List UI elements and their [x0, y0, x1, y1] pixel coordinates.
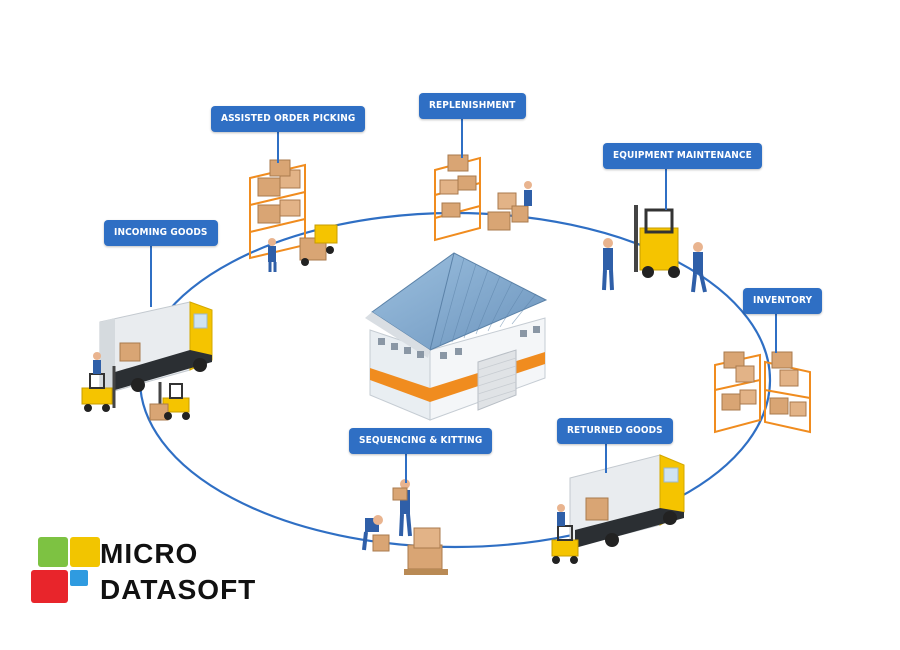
- logo-mark: [31, 537, 100, 603]
- leader-returned-goods: [605, 443, 607, 473]
- sequencing-kitting-illustration: [362, 479, 448, 575]
- leader-incoming-goods: [150, 245, 152, 307]
- leader-assisted-order-picking: [277, 131, 279, 163]
- order-picking-illustration: [249, 159, 338, 272]
- company-logo: MICRO DATASOFT: [30, 535, 290, 605]
- equipment-maintenance-illustration: [602, 205, 707, 293]
- label-returned-goods: RETURNED GOODS: [557, 418, 673, 444]
- logo-square-3: [70, 570, 88, 586]
- inventory-illustration: [714, 351, 811, 434]
- replenishment-illustration: [434, 154, 532, 242]
- warehouse-building: [365, 252, 548, 421]
- leader-equipment-maintenance: [665, 168, 667, 210]
- label-incoming-goods: INCOMING GOODS: [104, 220, 218, 246]
- label-sequencing-kitting: SEQUENCING & KITTING: [349, 428, 493, 454]
- logo-square-1: [70, 537, 100, 567]
- leader-sequencing-kitting: [405, 453, 407, 483]
- label-equipment-maintenance: EQUIPMENT MAINTENANCE: [603, 143, 762, 169]
- label-assisted-order-picking: ASSISTED ORDER PICKING: [211, 106, 366, 132]
- returned-goods-illustration: [551, 454, 685, 564]
- logo-square-2: [31, 570, 68, 603]
- logo-text-line2: DATASOFT: [100, 574, 257, 605]
- leader-inventory: [775, 313, 777, 353]
- label-inventory: INVENTORY: [743, 288, 823, 314]
- logo-square-0: [38, 537, 68, 567]
- leader-replenishment: [461, 118, 463, 158]
- incoming-goods-illustration: [81, 301, 213, 421]
- label-replenishment: REPLENISHMENT: [419, 93, 526, 119]
- logo-text-line1: MICRO: [100, 538, 199, 569]
